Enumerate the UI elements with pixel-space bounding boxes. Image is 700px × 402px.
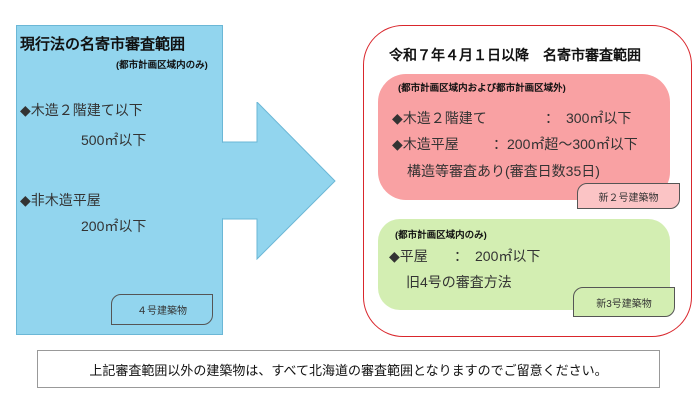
category-tag-new-2go: 新２号建築物 bbox=[577, 183, 680, 209]
pink-line2-label: ◆木造平屋 bbox=[392, 136, 459, 152]
category-tag-new-3go: 新3号建築物 bbox=[573, 287, 675, 317]
current-item-nonwood: ◆非木造平屋 bbox=[20, 192, 101, 208]
green-line1-label: ◆平屋 bbox=[389, 248, 428, 264]
pink-scope: (都市計画区域内および都市計画区域外) bbox=[398, 83, 566, 94]
pink-line1-value: ： 300㎡以下 bbox=[545, 110, 632, 126]
new-title: 令和７年４月１日以降 名寄市審査範囲 bbox=[389, 47, 641, 63]
green-line1-value: ： 200㎡以下 bbox=[454, 248, 541, 264]
arrow-right-icon bbox=[222, 102, 336, 260]
current-item-nonwood-value: 200㎡以下 bbox=[81, 218, 147, 234]
current-item-wood: ◆木造２階建て以下 bbox=[20, 102, 143, 118]
green-scope: (都市計画区域内のみ) bbox=[395, 230, 487, 241]
current-scope: (都市計画区域内のみ) bbox=[116, 60, 208, 71]
current-item-wood-value: 500㎡以下 bbox=[81, 132, 147, 148]
green-line2: 旧4号の審査方法 bbox=[406, 274, 512, 290]
current-scope-panel bbox=[16, 25, 223, 335]
notice-box: 上記審査範囲以外の建築物は、すべて北海道の審査範囲となりますのでご留意ください。 bbox=[37, 350, 660, 388]
pink-line2-value: ：200㎡超～300㎡以下 bbox=[493, 136, 638, 152]
current-title: 現行法の名寄市審査範囲 bbox=[20, 36, 186, 53]
new-2go-panel bbox=[378, 74, 670, 200]
pink-line3: 構造等審査あり(審査日数35日) bbox=[407, 163, 600, 179]
notice-text: 上記審査範囲以外の建築物は、すべて北海道の審査範囲となりますのでご留意ください。 bbox=[89, 362, 608, 378]
pink-line1-label: ◆木造２階建て bbox=[392, 110, 487, 126]
category-tag-4go: ４号建築物 bbox=[111, 294, 213, 325]
